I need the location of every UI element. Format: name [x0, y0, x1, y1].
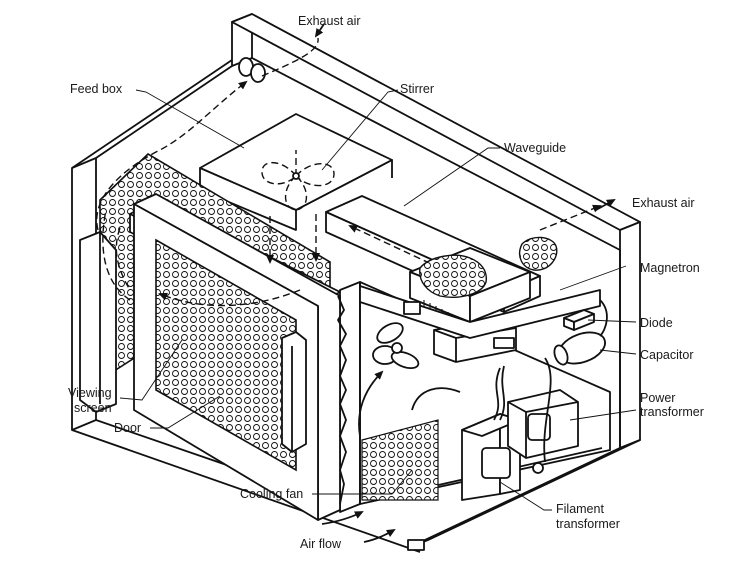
label-power-transformer-line2: transformer [640, 405, 704, 419]
label-power-transformer-line1: Power [640, 391, 676, 405]
label-filament-transformer-line2: transformer [556, 517, 620, 531]
label-cooling-fan: Cooling fan [240, 487, 304, 501]
label-viewing-screen-line2: screen [74, 401, 112, 415]
label-air-flow: Air flow [300, 537, 341, 551]
solid-arrows [314, 23, 616, 543]
stirrer-housing [199, 113, 393, 231]
label-exhaust-air-right: Exhaust air [632, 196, 695, 210]
capacitor [553, 299, 608, 366]
label-diode: Diode [640, 316, 673, 330]
stirrer-blades [261, 150, 335, 211]
label-exhaust-air-top: Exhaust air [298, 14, 361, 28]
control-compartment [339, 281, 611, 513]
label-stirrer: Stirrer [400, 82, 435, 96]
label-waveguide: Waveguide [504, 141, 567, 155]
label-door: Door [114, 421, 142, 435]
door [79, 193, 347, 521]
magnetron [359, 236, 601, 363]
diode [563, 309, 595, 331]
label-magnetron: Magnetron [640, 261, 700, 275]
air-flow-paths [96, 37, 602, 307]
cooling-fan [372, 322, 420, 370]
leader-lines [119, 89, 637, 511]
power-transformer [507, 389, 579, 459]
label-feed-box: Feed box [70, 82, 123, 96]
filament-transformer [461, 413, 521, 501]
air-intake-grille [361, 419, 439, 501]
label-viewing-screen-line1: Viewing [68, 386, 112, 400]
label-capacitor: Capacitor [640, 348, 694, 362]
label-filament-transformer-line1: Filament [556, 502, 604, 516]
